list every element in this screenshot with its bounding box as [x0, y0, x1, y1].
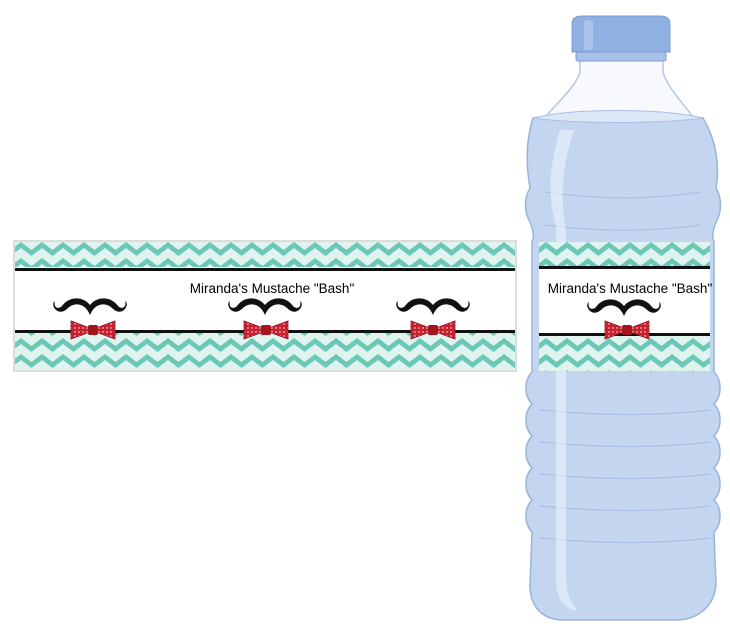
bottle-label: Miranda's Mustache "Bash"	[539, 242, 712, 371]
label-title: Miranda's Mustache "Bash"	[190, 281, 355, 296]
water-bottle: Miranda's Mustache "Bash"	[524, 15, 722, 621]
chevron-top-band	[15, 242, 515, 267]
flat-label: Miranda's Mustache "Bash"	[13, 240, 517, 372]
bottle-label-title: Miranda's Mustache "Bash"	[548, 281, 713, 296]
black-stripe-top	[15, 268, 515, 271]
chevron-bottom-band	[15, 333, 515, 370]
